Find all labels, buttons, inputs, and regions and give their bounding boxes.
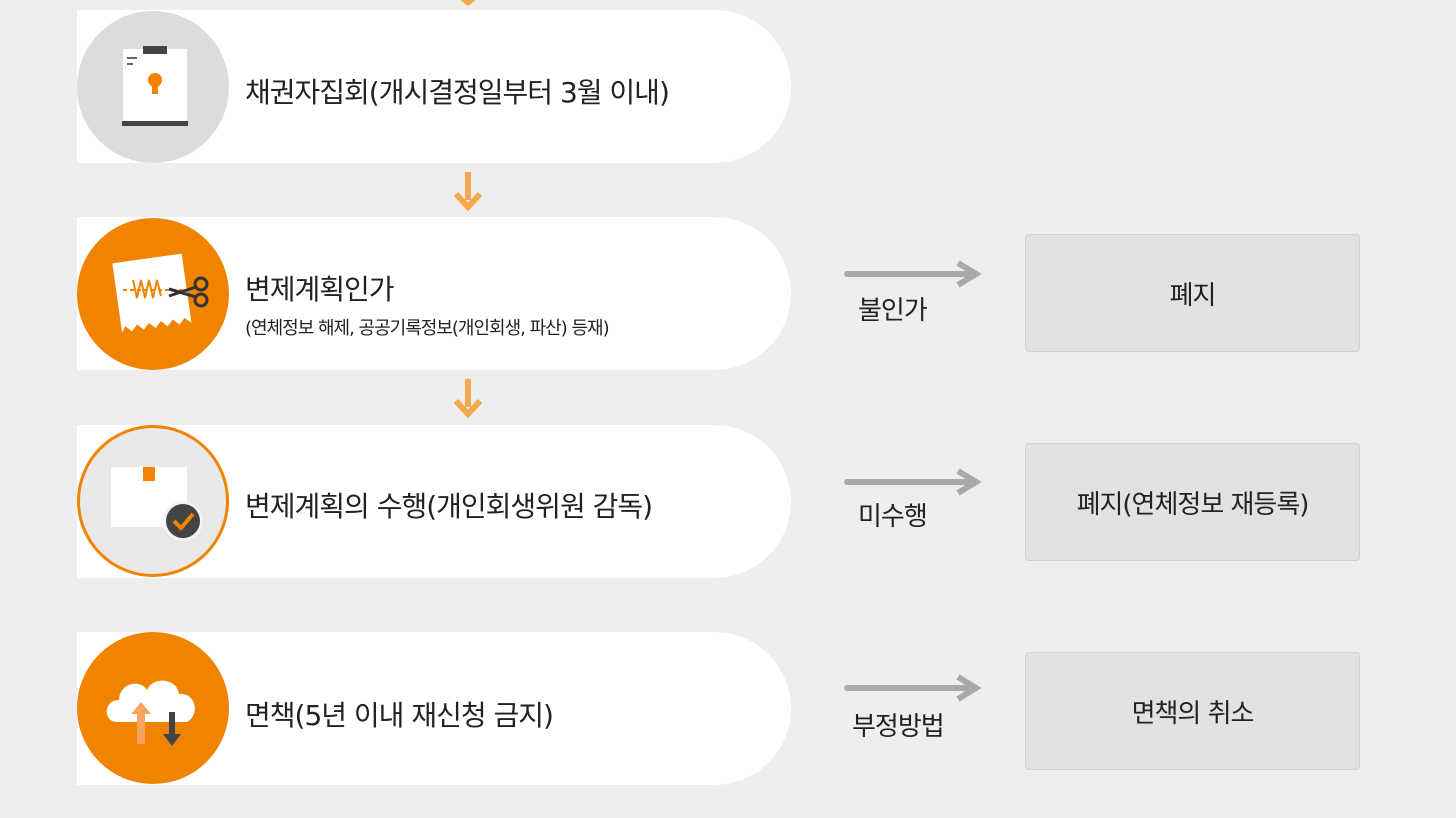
branch-1-outcome-label: 폐지: [1169, 280, 1217, 311]
step-3-text: 변제계획의 수행(개인회생위원 감독): [245, 485, 653, 525]
branch-3-outcome-box: 면책의 취소: [1025, 652, 1360, 770]
step-4-icon-circle: [77, 632, 229, 784]
box-check-icon: [111, 467, 203, 541]
side-arrow-2: [844, 468, 982, 496]
down-arrow-2: [453, 379, 483, 419]
step-4-text: 면책(5년 이내 재신청 금지): [245, 694, 554, 734]
clipboard-lock-icon: [122, 46, 188, 126]
step-1-text: 채권자집회(개시결정일부터 3월 이내): [245, 71, 670, 111]
side-arrow-1: [844, 260, 982, 288]
branch-2-condition: 미수행: [858, 502, 928, 532]
step-1-title: 채권자집회(개시결정일부터 3월 이내): [245, 76, 670, 109]
step-1-icon-circle: [77, 11, 229, 163]
branch-2-outcome-box: 폐지(연체정보 재등록): [1025, 443, 1360, 561]
incoming-arrow-tip: [460, 0, 476, 6]
step-2-icon-circle: [77, 218, 229, 370]
cloud-transfer-icon: [106, 680, 195, 746]
branch-2-outcome-label: 폐지(연체정보 재등록): [1076, 489, 1310, 520]
branch-1-condition: 불인가: [858, 296, 928, 326]
branch-3-outcome-label: 면책의 취소: [1131, 698, 1255, 729]
step-4-title: 면책(5년 이내 재신청 금지): [245, 699, 554, 732]
step-3-icon-circle: [77, 425, 229, 577]
step-2-text: 변제계획인가 (연체정보 해제, 공공기록정보(개인회생, 파산) 등재): [245, 268, 610, 340]
scissors-cut-document-icon: [112, 253, 209, 333]
branch-1-outcome-box: 폐지: [1025, 234, 1360, 352]
step-2-title: 변제계획인가: [245, 273, 395, 306]
step-2-subtitle: (연체정보 해제, 공공기록정보(개인회생, 파산) 등재): [245, 318, 610, 339]
side-arrow-3: [844, 674, 982, 702]
down-arrow-1: [453, 172, 483, 212]
step-3-title: 변제계획의 수행(개인회생위원 감독): [245, 490, 653, 523]
branch-3-condition: 부정방법: [852, 712, 945, 742]
